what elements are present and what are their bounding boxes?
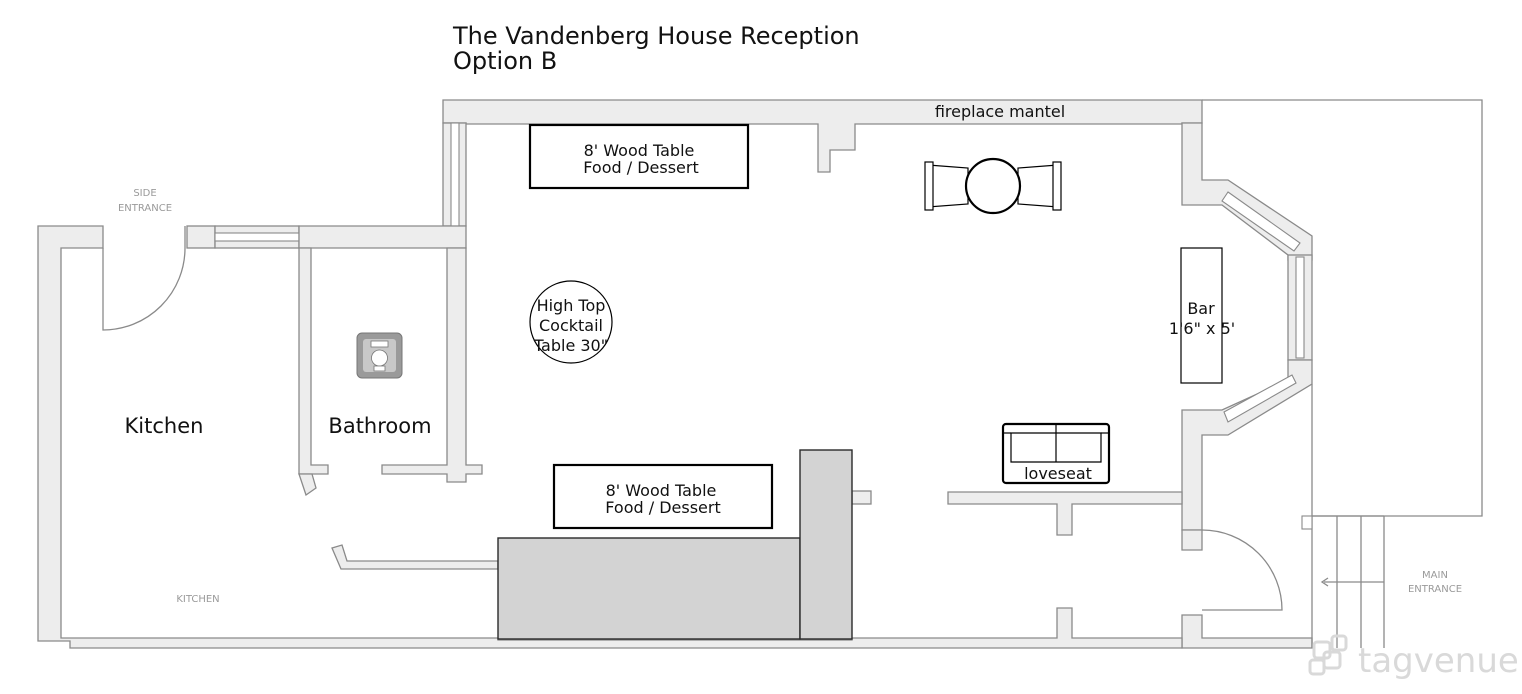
wood-table-bottom-label: 8' Wood Table [606, 481, 717, 500]
high-top-label-2: Cocktail [539, 316, 603, 335]
wood-table-top-label: 8' Wood Table [584, 141, 695, 160]
fireplace-mantel-label: fireplace mantel [935, 102, 1065, 121]
tagvenue-logo-text: tagvenue [1358, 641, 1519, 681]
lower-partition-wall [947, 491, 1183, 536]
side-door-swing [102, 247, 186, 331]
loveseat: loveseat [1001, 422, 1111, 485]
bathroom-top-wall [298, 225, 467, 249]
walls [37, 99, 1483, 649]
loveseat-label: loveseat [1024, 464, 1092, 483]
wood-table-bottom-sublabel: Food / Dessert [605, 498, 720, 517]
kitchen-room-label: Kitchen [125, 414, 204, 438]
wood-table-top: 8' Wood Table Food / Dessert [528, 123, 750, 190]
bar: Bar 1'6" x 5' [1169, 247, 1235, 384]
side-entrance-label-1: SIDE [133, 188, 156, 199]
side-door-jamb [186, 225, 216, 249]
main-entrance-label-1: MAIN [1422, 570, 1448, 581]
round-table-with-chairs [924, 157, 1062, 215]
wood-table-top-sublabel: Food / Dessert [583, 158, 698, 177]
toilet-icon [356, 332, 403, 379]
kitchen-window [214, 232, 300, 242]
side-entrance-label-2: ENTRANCE [118, 203, 172, 214]
bathroom-left-wall [298, 247, 329, 475]
main-left-window [450, 122, 460, 227]
bottom-right-corner [1181, 614, 1313, 649]
main-door-swing [1201, 529, 1283, 611]
bar-label: Bar [1187, 299, 1215, 318]
entrance-jamb [1181, 529, 1203, 551]
partition-stub [851, 490, 872, 505]
kitchen-counter-wall [331, 544, 499, 570]
bay-window-right [1295, 256, 1305, 359]
plan-title: The Vandenberg House Reception [452, 22, 860, 50]
outer-right-boundary [1202, 99, 1483, 517]
high-top-cocktail-table: High Top Cocktail Table 30" [529, 280, 613, 364]
bar-size-label: 1'6" x 5' [1169, 319, 1235, 338]
bathroom-room-label: Bathroom [328, 414, 431, 438]
main-entrance-label-2: ENTRANCE [1408, 584, 1462, 595]
bottom-wall [37, 225, 1183, 649]
kitchen-floor-label: KITCHEN [176, 594, 219, 605]
gray-column-block [799, 449, 853, 640]
wood-table-bottom: 8' Wood Table Food / Dessert [552, 463, 774, 530]
main-entrance-stairs [1301, 515, 1385, 648]
plan-subtitle: Option B [453, 47, 557, 75]
high-top-label-3: Table 30" [533, 336, 608, 355]
bathroom-right-wall [381, 247, 483, 483]
tagvenue-logo: tagvenue [1308, 634, 1519, 681]
high-top-label-1: High Top [537, 296, 606, 315]
bay-window-upper [1221, 191, 1301, 252]
bathroom-door-leaf [298, 473, 317, 497]
bay-window-lower [1223, 374, 1297, 423]
gray-counter-block [497, 537, 801, 640]
